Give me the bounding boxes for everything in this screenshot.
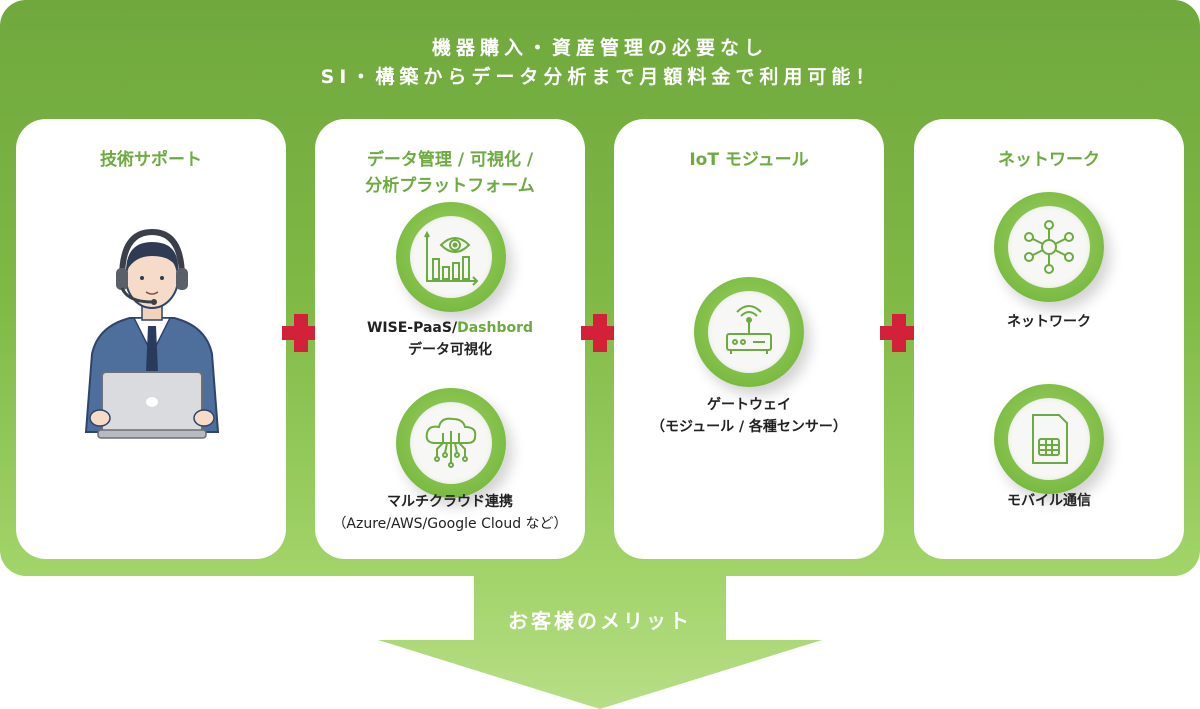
- headline-line-1: 機器購入・資産管理の必要なし: [431, 37, 768, 59]
- card-title: 技術サポート: [100, 150, 202, 170]
- cloud-label-line-2: （Azure/AWS/Google Cloud など）: [332, 516, 568, 532]
- cloud-icon-badge: [396, 388, 506, 498]
- cloud-circuit-icon: [425, 417, 477, 468]
- dashboard-chart-eye-icon: [424, 230, 479, 286]
- mobile-label: モバイル通信: [1007, 493, 1091, 509]
- dashboard-label-part2: Dashbord: [457, 320, 534, 336]
- support-operator-illustration: [84, 228, 220, 439]
- gateway-label-line-2: （モジュール / 各種センサー）: [651, 419, 847, 435]
- down-arrow-icon: [378, 576, 822, 709]
- sim-icon-badge: [994, 384, 1104, 494]
- plus-icon: [880, 314, 918, 352]
- mobile-caption: モバイル通信: [914, 490, 1184, 512]
- gateway-router-icon: [726, 305, 772, 354]
- dashboard-icon-badge: [396, 202, 506, 312]
- customer-benefit-label: お客様のメリット: [508, 609, 692, 633]
- network-caption: ネットワーク: [914, 311, 1184, 333]
- network-icon-badge: [994, 192, 1104, 302]
- dashboard-label-line-2: データ可視化: [408, 342, 492, 358]
- gateway-label-line-1: ゲートウェイ: [707, 397, 791, 413]
- cloud-caption: マルチクラウド連携 （Azure/AWS/Google Cloud など）: [315, 491, 585, 535]
- plus-icon: [581, 314, 619, 352]
- card-title: IoT モジュール: [689, 150, 809, 170]
- card-title: データ管理 / 可視化 / 分析プラットフォーム: [315, 147, 585, 199]
- dashboard-caption: WISE-PaaS/Dashbord データ可視化: [315, 317, 585, 361]
- plus-icon: [282, 314, 320, 352]
- dashboard-label-part1: WISE-PaaS/: [366, 320, 458, 336]
- headline-line-2: SI・構築からデータ分析まで月額料金で利用可能！: [320, 66, 880, 88]
- network-label: ネットワーク: [1007, 314, 1091, 330]
- gateway-icon-badge: [694, 277, 804, 387]
- cloud-label-line-1: マルチクラウド連携: [387, 494, 513, 510]
- gateway-caption: ゲートウェイ （モジュール / 各種センサー）: [614, 394, 884, 438]
- network-nodes-icon: [1024, 220, 1074, 274]
- card-title: ネットワーク: [998, 150, 1100, 170]
- card-title-line-1: データ管理 / 可視化 /: [366, 150, 534, 170]
- sim-card-icon: [1032, 414, 1068, 464]
- card-title-line-2: 分析プラットフォーム: [365, 176, 535, 196]
- headline: 機器購入・資産管理の必要なし SI・構築からデータ分析まで月額料金で利用可能！: [0, 34, 1200, 92]
